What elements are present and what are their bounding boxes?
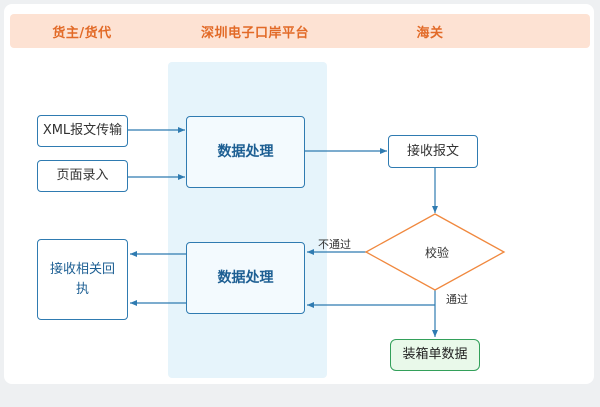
packing-list-data-node: 装箱单数据 [390, 339, 480, 371]
verify-label: 校验 [424, 246, 449, 260]
xml-transfer-node: XML报文传输 [37, 115, 128, 147]
pass-label: 通过 [446, 293, 468, 306]
lane-title-customs: 海关 [416, 26, 444, 41]
page-entry-node: 页面录入 [37, 160, 128, 192]
platform-lane-band [168, 62, 327, 378]
lane-header [10, 14, 590, 48]
receive-message-node: 接收报文 [388, 135, 478, 168]
data-process-node-1: 数据处理 [186, 116, 305, 188]
lane-title-shipper: 货主/货代 [52, 26, 112, 41]
lane-title-platform: 深圳电子口岸平台 [200, 26, 310, 41]
verify-diamond [364, 213, 506, 291]
data-process-node-2: 数据处理 [186, 242, 305, 314]
fail-label: 不通过 [318, 238, 351, 251]
receive-reply-node: 接收相关回执 [37, 239, 128, 320]
